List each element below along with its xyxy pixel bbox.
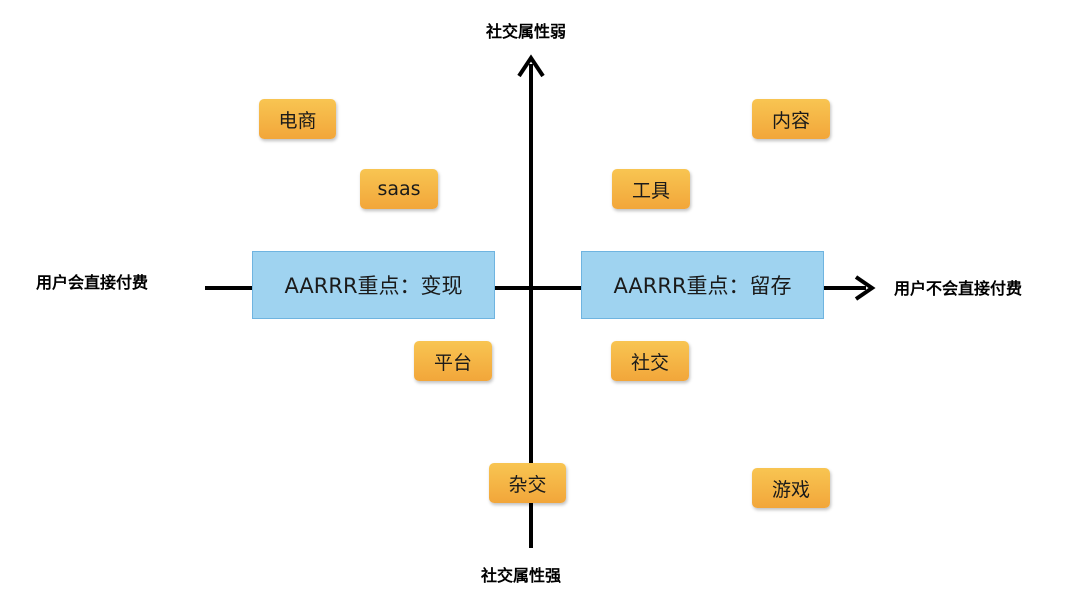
tag-content: 内容 xyxy=(752,99,830,139)
tag-social: 社交 xyxy=(611,341,689,381)
axis-label-top: 社交属性弱 xyxy=(486,22,567,41)
tag-games: 游戏 xyxy=(752,468,830,508)
tag-tools: 工具 xyxy=(612,169,690,209)
axis-label-right: 用户不会直接付费 xyxy=(894,279,1023,298)
vertical-axis-arrowhead xyxy=(517,54,545,78)
tag-saas: saas xyxy=(360,169,438,209)
focus-box-retention: AARRR重点：留存 xyxy=(581,251,824,319)
tag-hybrid: 杂交 xyxy=(489,463,566,503)
tag-platform: 平台 xyxy=(414,341,492,381)
axis-label-bottom: 社交属性强 xyxy=(481,566,562,585)
axis-label-left: 用户会直接付费 xyxy=(36,273,149,292)
horizontal-axis-arrowhead xyxy=(854,275,876,301)
focus-box-monetization: AARRR重点：变现 xyxy=(252,251,495,319)
tag-ecommerce: 电商 xyxy=(259,99,336,139)
